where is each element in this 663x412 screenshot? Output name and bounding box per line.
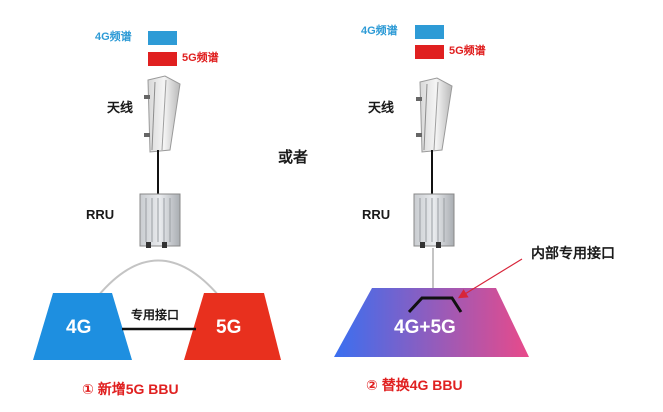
- legend-5g-swatch: [148, 52, 177, 66]
- legend-5g-label: 5G频谱: [182, 52, 219, 64]
- caption-replace-4g-bbu: ② 替换4G BBU: [366, 377, 463, 393]
- rru-icon: [413, 193, 455, 248]
- internal-interface-label: 内部专用接口: [531, 245, 615, 261]
- or-label: 或者: [278, 149, 309, 166]
- bbu-merged-block: [334, 288, 529, 357]
- bbu-4g-block: [33, 293, 132, 360]
- bbu-4g-label: 4G: [66, 317, 92, 338]
- legend-4g-label: 4G频谱: [95, 31, 132, 43]
- dedicated-interface-label: 专用接口: [131, 308, 180, 322]
- caption-add-5g-bbu: ① 新增5G BBU: [82, 381, 179, 397]
- antenna-icon: [416, 77, 453, 153]
- fiber-arc: [97, 259, 220, 297]
- bbu-merged-label: 4G+5G: [394, 317, 456, 338]
- legend-4g-swatch: [148, 31, 177, 45]
- internal-interface-line: [407, 296, 463, 314]
- legend-4g-label: 4G频谱: [361, 25, 398, 37]
- antenna-label: 天线: [107, 100, 134, 115]
- antenna-icon: [144, 75, 181, 153]
- bbu-5g-block: [184, 293, 281, 360]
- bbu-5g-label: 5G: [216, 317, 242, 338]
- internal-interface-arrow: [457, 258, 523, 299]
- legend-5g-swatch: [415, 45, 444, 59]
- rru-label: RRU: [86, 207, 115, 222]
- rru-label: RRU: [362, 207, 391, 222]
- legend-5g-label: 5G频谱: [449, 45, 486, 57]
- antenna-label: 天线: [368, 100, 395, 115]
- rru-icon: [139, 193, 181, 248]
- legend-4g-swatch: [415, 25, 444, 39]
